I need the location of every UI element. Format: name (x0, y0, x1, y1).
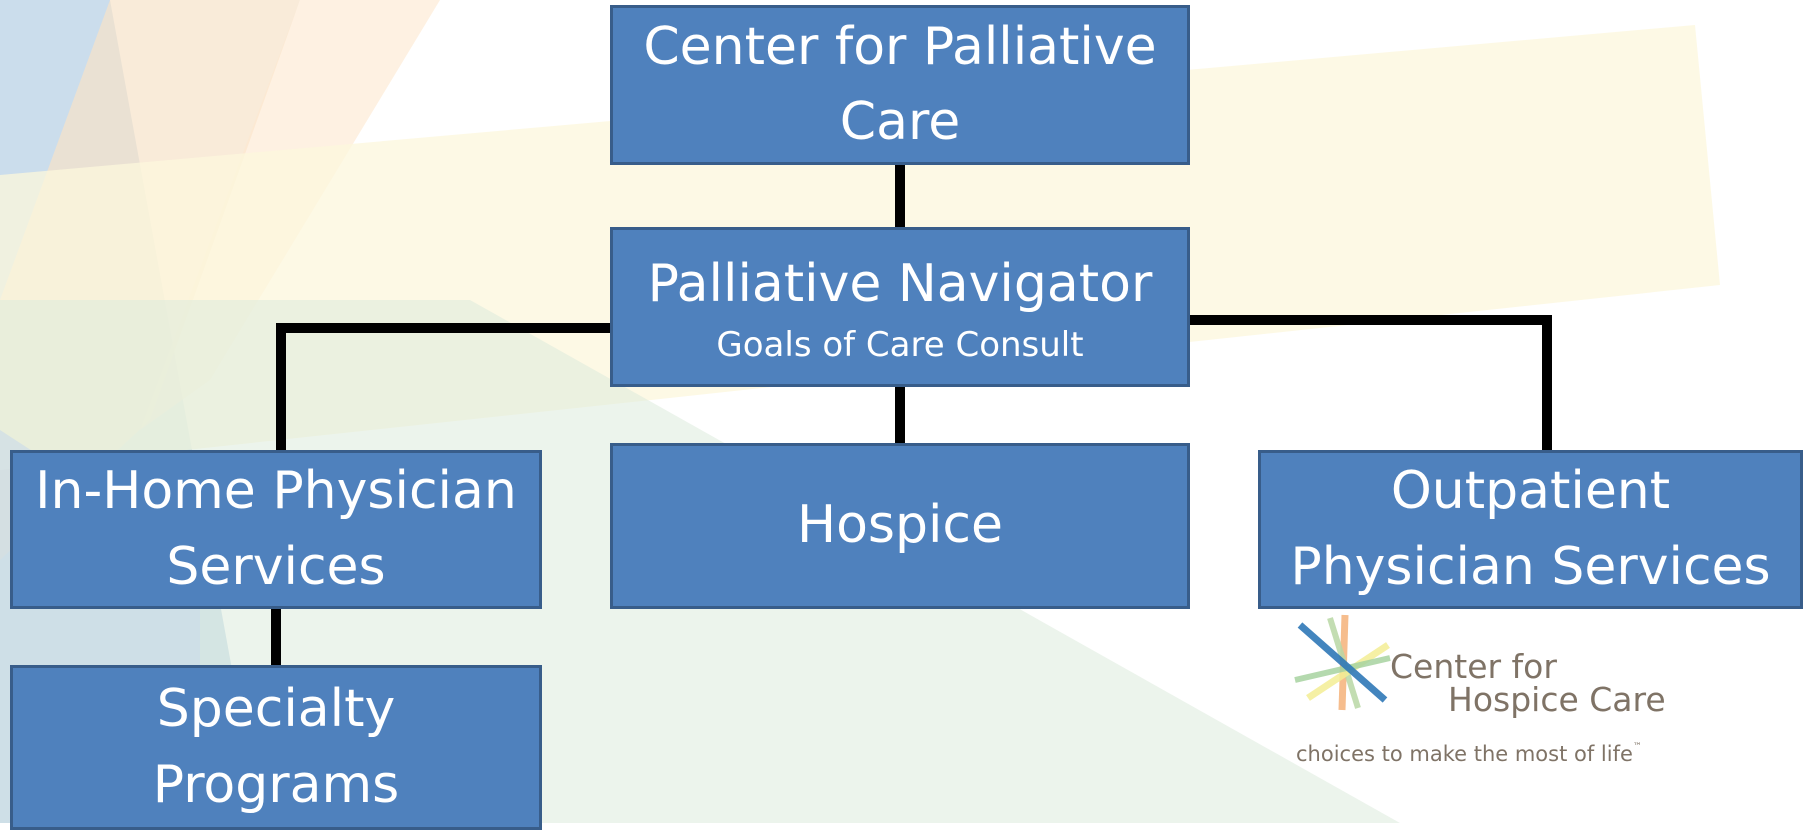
connector-navigator-right-horizontal (1189, 315, 1552, 325)
logo-name: Center for Hospice Care (1390, 650, 1666, 716)
node-subtitle: Goals of Care Consult (716, 324, 1084, 365)
node-label-line1: In-Home Physician (35, 461, 517, 522)
node-label-line1: Specialty (156, 679, 396, 740)
connector-navigator-hospice (895, 384, 905, 445)
node-title: Palliative Navigator (647, 254, 1153, 315)
connector-inhome-specialty (271, 606, 281, 668)
center-for-hospice-care-logo: Center for Hospice Care choices to make … (1290, 610, 1770, 770)
connector-navigator-left-horizontal (276, 323, 612, 333)
trademark-symbol: ™ (1632, 742, 1642, 752)
node-label-line2: Care (839, 92, 961, 152)
logo-name-line2: Hospice Care (1448, 680, 1666, 719)
starburst-icon (1294, 614, 1391, 711)
node-specialty-programs: Specialty Programs (10, 665, 542, 830)
node-label-line2: Programs (152, 754, 400, 815)
connector-navigator-right-vertical (1542, 315, 1552, 452)
node-label-line1: Center for Palliative (643, 16, 1157, 77)
logo-tagline: choices to make the most of life™ (1296, 742, 1642, 766)
connector-center-navigator (895, 163, 905, 231)
node-label-line2: Physician Services (1290, 536, 1771, 597)
node-hospice: Hospice (610, 443, 1190, 609)
logo-tagline-text: choices to make the most of life (1296, 742, 1633, 766)
node-center-for-palliative-care: Center for Palliative Care (610, 5, 1190, 165)
node-in-home-physician-services: In-Home Physician Services (10, 450, 542, 609)
node-outpatient-physician-services: Outpatient Physician Services (1258, 450, 1803, 609)
node-palliative-navigator: Palliative Navigator Goals of Care Consu… (610, 227, 1190, 387)
connector-navigator-left-vertical (276, 323, 286, 452)
node-label-line1: Hospice (796, 495, 1004, 556)
node-label-line1: Outpatient (1390, 461, 1671, 522)
node-label-line2: Services (166, 536, 386, 597)
logo-name-line1: Center for (1390, 647, 1557, 686)
